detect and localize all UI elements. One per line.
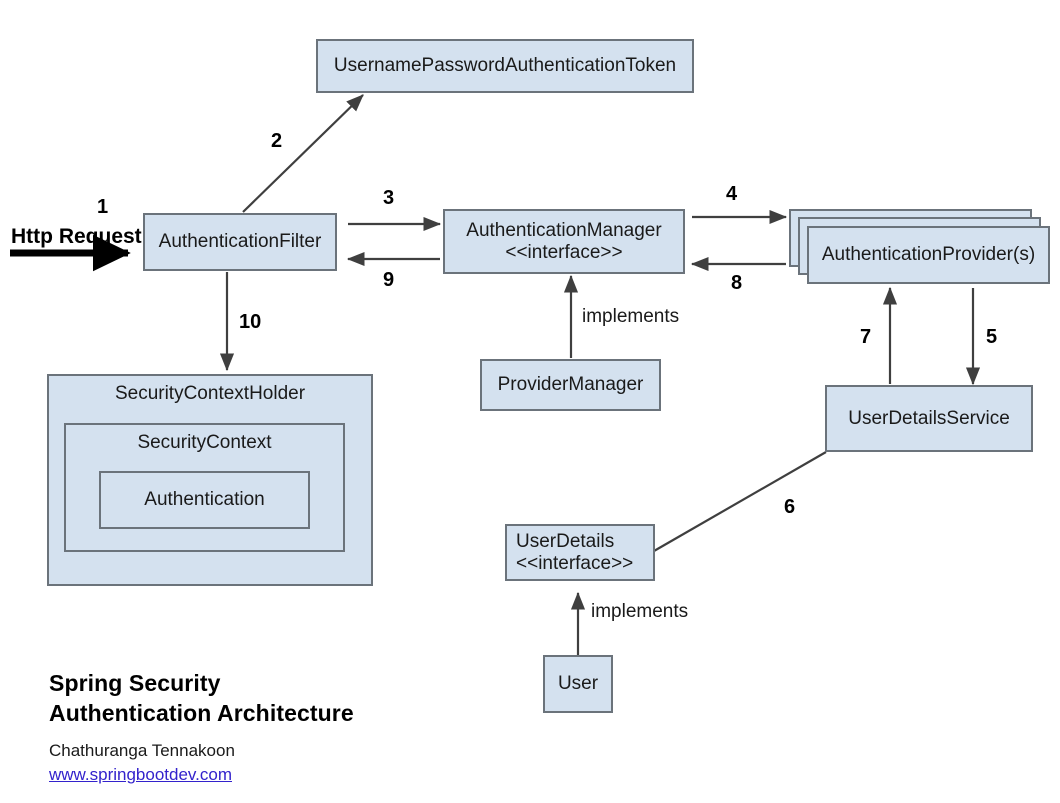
- node-provider-manager[interactable]: ProviderManager: [480, 359, 661, 411]
- node-label: AuthenticationManager: [466, 219, 662, 241]
- diagram-title: Spring Security Authentication Architect…: [49, 669, 354, 729]
- diagram-title-line2: Authentication Architecture: [49, 699, 354, 726]
- diagram-website-link[interactable]: www.springbootdev.com: [49, 765, 232, 784]
- edge-number-6: 6: [784, 496, 796, 518]
- node-authentication-filter[interactable]: AuthenticationFilter: [143, 213, 337, 271]
- edge-number-9: 9: [383, 269, 395, 291]
- node-stereotype: <<interface>>: [516, 552, 634, 574]
- edge-filter-to-token: [242, 94, 364, 213]
- node-label: Authentication: [144, 489, 265, 511]
- edge-number-1: 1: [97, 196, 109, 218]
- node-label: AuthenticationFilter: [158, 231, 322, 253]
- node-stereotype: <<interface>>: [505, 241, 623, 263]
- node-authentication[interactable]: Authentication: [99, 471, 310, 529]
- edge-number-3: 3: [383, 187, 395, 209]
- diagram-title-line1: Spring Security: [49, 670, 221, 696]
- edge-label-implements-user: implements: [591, 601, 689, 622]
- edge-number-7: 7: [860, 326, 872, 348]
- node-label: UserDetails: [516, 530, 615, 552]
- node-authentication-manager[interactable]: AuthenticationManager <<interface>>: [443, 209, 685, 274]
- diagram-author: Chathuranga Tennakoon: [49, 741, 235, 760]
- edge-label-implements-provider-manager: implements: [582, 306, 680, 327]
- node-label: SecurityContext: [137, 432, 272, 453]
- node-label: ProviderManager: [497, 374, 644, 396]
- node-label: User: [557, 673, 599, 695]
- edge-label-http-request: Http Request: [11, 225, 142, 248]
- node-user[interactable]: User: [543, 655, 613, 713]
- edge-userdetailsservice-to-userdetails: [653, 451, 827, 552]
- node-label: UsernamePasswordAuthenticationToken: [333, 55, 677, 77]
- edge-number-4: 4: [726, 183, 738, 205]
- node-label: AuthenticationProvider(s): [821, 244, 1036, 266]
- node-authentication-provider[interactable]: AuthenticationProvider(s): [807, 226, 1050, 284]
- edge-number-8: 8: [731, 272, 743, 294]
- node-username-password-authentication-token[interactable]: UsernamePasswordAuthenticationToken: [316, 39, 694, 93]
- edge-number-5: 5: [986, 326, 998, 348]
- node-label: UserDetailsService: [848, 407, 1010, 429]
- edge-number-10: 10: [239, 311, 262, 333]
- edge-number-2: 2: [271, 130, 283, 152]
- node-user-details[interactable]: UserDetails <<interface>>: [505, 524, 655, 581]
- node-user-details-service[interactable]: UserDetailsService: [825, 385, 1033, 452]
- node-label: SecurityContextHolder: [114, 383, 306, 404]
